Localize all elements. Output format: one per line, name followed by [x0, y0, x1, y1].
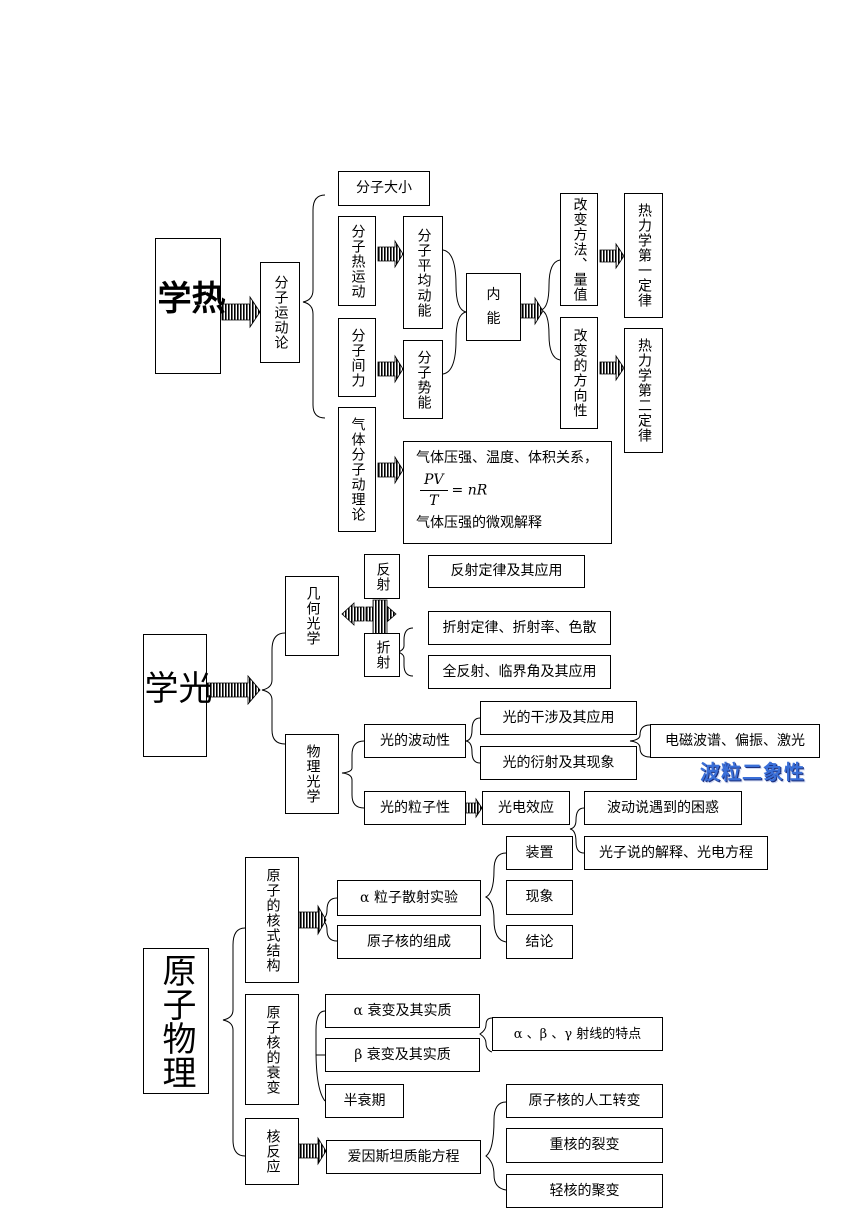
avg-kinetic: 分子平均动能 [403, 216, 443, 329]
brace-photoelectric [569, 807, 585, 854]
photon-theory: 光子说的解释、光电方程 [584, 836, 768, 870]
apparatus: 装置 [506, 836, 573, 870]
einstein-equation: 爱因斯坦质能方程 [326, 1140, 481, 1174]
arrow-thermo [221, 295, 261, 329]
particle-nature: 光的粒子性 [364, 791, 466, 825]
arrow-motion [377, 239, 404, 269]
alpha-scattering: α 粒子散射实验 [337, 880, 481, 916]
brace-reaction [485, 1101, 507, 1191]
arrow-gas [377, 455, 404, 485]
brace-em [629, 724, 651, 758]
gas-relation-line3: 气体压强的微观解释 [416, 515, 542, 531]
formula-numerator: PV [420, 470, 448, 491]
change-method: 改变方法、量值 [560, 193, 598, 306]
formula-rhs: = nR [451, 482, 488, 499]
brace-optics [261, 632, 286, 745]
ray-features: α 、β 、γ 射线的特点 [492, 1017, 663, 1051]
brace-scattering [484, 852, 507, 943]
gas-formula: PV T = nR [416, 468, 599, 513]
brace-atomic [222, 927, 246, 1157]
potential-energy: 分子势能 [403, 340, 443, 419]
molecular-theory: 分子运动论 [260, 262, 300, 363]
total-reflection: 全反射、临界角及其应用 [428, 655, 611, 689]
change-direction: 改变的方向性 [560, 317, 598, 429]
nuclear-reaction: 核反应 [245, 1118, 299, 1185]
intermolecular-force: 分子间力 [338, 318, 376, 397]
diffraction: 光的衍射及其现象 [480, 746, 637, 780]
refraction: 折射 [364, 633, 400, 677]
arrow-structure [298, 904, 327, 936]
nucleus-composition: 原子核的组成 [337, 925, 481, 959]
wave-nature: 光的波动性 [364, 724, 466, 758]
arrow-photoelectric [465, 797, 483, 819]
brace-molecular [302, 194, 326, 419]
em-spectrum: 电磁波谱、偏振、激光 [650, 724, 820, 758]
internal-energy: 内 能 [466, 273, 521, 341]
brace-internal [442, 249, 467, 375]
interference: 光的干涉及其应用 [480, 701, 637, 735]
alpha-decay: α 衰变及其实质 [325, 994, 480, 1028]
arrow-force [377, 354, 404, 384]
arrow-law2 [599, 354, 625, 382]
conclusion: 结论 [506, 925, 573, 959]
phenomenon: 现象 [506, 880, 573, 915]
arrow-double-up [372, 599, 388, 635]
brace-physical [341, 740, 365, 809]
brace-change [540, 259, 561, 361]
brace-rays [479, 1017, 493, 1053]
thermo-title: 热 学 [151, 238, 225, 374]
reflection-law: 反射定律及其应用 [428, 555, 585, 588]
thermo-title-text: 热 学 [151, 280, 225, 332]
brace-decay [315, 1010, 326, 1102]
arrow-group [206, 239, 625, 1166]
arrow-reaction [298, 1136, 327, 1166]
formula-denominator: T [429, 493, 439, 509]
arrow-internal [520, 296, 544, 326]
wave-difficulty: 波动说遇到的困惑 [584, 791, 742, 825]
half-life: 半衰期 [325, 1084, 404, 1118]
gas-relation: 气体压强、温度、体积关系， PV T = nR 气体压强的微观解释 [403, 441, 612, 544]
atomic-title: 原子物理 [143, 948, 209, 1094]
second-law: 热力学第二定律 [624, 328, 663, 453]
first-law: 热力学第一定律 [624, 193, 663, 318]
arrow-law1 [599, 242, 625, 270]
brace-refraction [396, 627, 414, 677]
beta-decay: β 衰变及其实质 [325, 1038, 480, 1072]
thermal-motion: 分子热运动 [338, 216, 376, 306]
reflection: 反射 [364, 554, 400, 599]
gas-relation-line1: 气体压强、温度、体积关系， [416, 450, 598, 466]
kinetic-gas-theory: 气体分子动理论 [338, 407, 376, 532]
nuclear-decay: 原子核的衰变 [245, 994, 299, 1105]
molecule-size: 分子大小 [338, 171, 430, 206]
brace-wave [465, 717, 481, 764]
refraction-law: 折射定律、折射率、色散 [428, 611, 611, 645]
arrow-geometric [341, 602, 365, 626]
physical-optics: 物理光学 [285, 734, 339, 814]
wave-particle-duality: 波粒二象性 [700, 760, 805, 784]
geometric-optics: 几何光学 [285, 576, 339, 656]
photoelectric-effect: 光电效应 [482, 791, 570, 825]
optics-title: 光 学 [138, 634, 212, 757]
fusion: 轻核的聚变 [506, 1174, 663, 1208]
fission: 重核的裂变 [506, 1128, 663, 1163]
artificial-transmutation: 原子核的人工转变 [506, 1084, 663, 1118]
arrow-optics [206, 674, 261, 706]
nuclear-structure: 原子的核式结构 [245, 857, 299, 983]
